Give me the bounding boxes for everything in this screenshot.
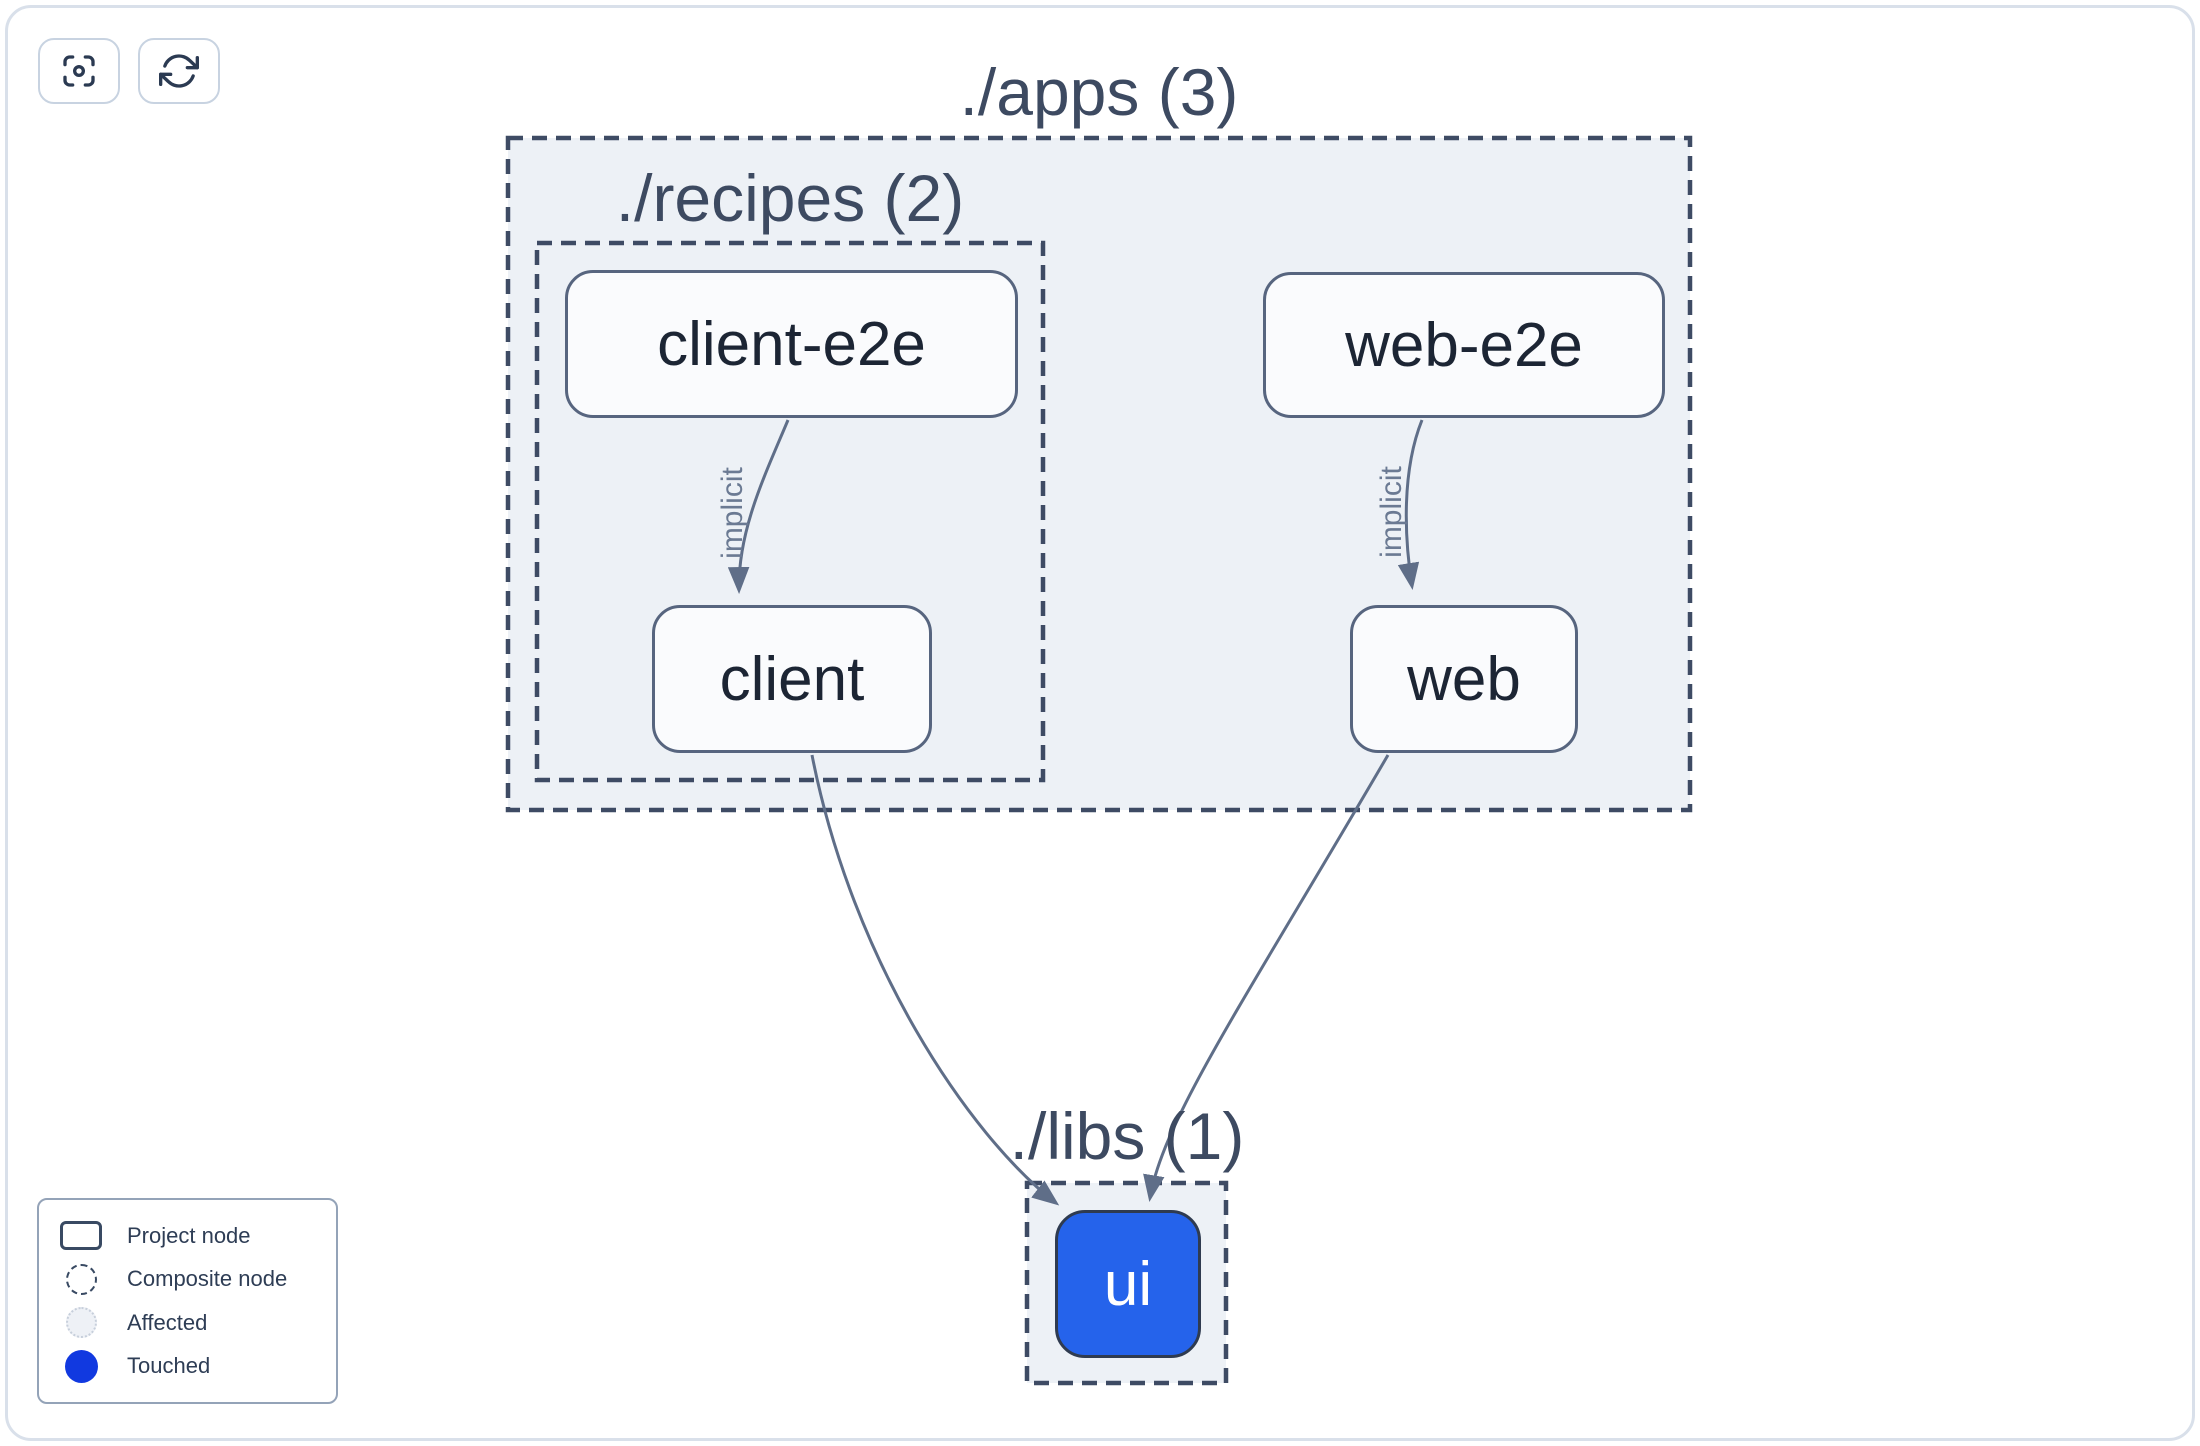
project-node-web[interactable]: web bbox=[1350, 605, 1578, 753]
legend-item-composite-node: Composite node bbox=[57, 1258, 318, 1302]
edge-web-to-ui bbox=[1143, 754, 1390, 1202]
composite-recipes-label[interactable]: ./recipes (2) bbox=[615, 161, 965, 235]
project-node-client[interactable]: client bbox=[652, 605, 932, 753]
composite-apps-label[interactable]: ./apps (3) bbox=[959, 55, 1239, 129]
legend-label: Touched bbox=[127, 1353, 211, 1379]
edge-label-implicit-client: implicit bbox=[716, 467, 749, 559]
edge-web-e2e-to-web bbox=[1397, 419, 1424, 591]
edge-label-implicit-web: implicit bbox=[1375, 466, 1408, 558]
edge-client-e2e-to-client bbox=[727, 419, 790, 595]
legend-label: Affected bbox=[127, 1309, 208, 1335]
project-node-web-e2e[interactable]: web-e2e bbox=[1263, 272, 1665, 418]
legend-label: Composite node bbox=[127, 1266, 288, 1292]
refresh-graph-button[interactable] bbox=[138, 38, 220, 104]
focus-graph-button[interactable] bbox=[38, 38, 120, 104]
focus-icon bbox=[63, 55, 95, 87]
touched-swatch-icon bbox=[57, 1349, 105, 1383]
composite-libs-label[interactable]: ./libs (1) bbox=[1009, 1099, 1245, 1173]
project-node-swatch-icon bbox=[57, 1221, 105, 1251]
project-node-ui-touched[interactable]: ui bbox=[1055, 1210, 1201, 1358]
affected-swatch-icon bbox=[57, 1307, 105, 1339]
legend-item-affected: Affected bbox=[57, 1301, 318, 1345]
legend-item-touched: Touched bbox=[57, 1345, 318, 1389]
project-node-client-e2e[interactable]: client-e2e bbox=[565, 270, 1018, 418]
edge-client-to-ui bbox=[810, 754, 1060, 1206]
legend-item-project-node: Project node bbox=[57, 1214, 318, 1258]
graph-legend: Project node Composite node Affected Tou… bbox=[37, 1198, 338, 1404]
refresh-icon bbox=[159, 54, 199, 88]
composite-node-swatch-icon bbox=[57, 1263, 105, 1295]
legend-label: Project node bbox=[127, 1222, 251, 1248]
